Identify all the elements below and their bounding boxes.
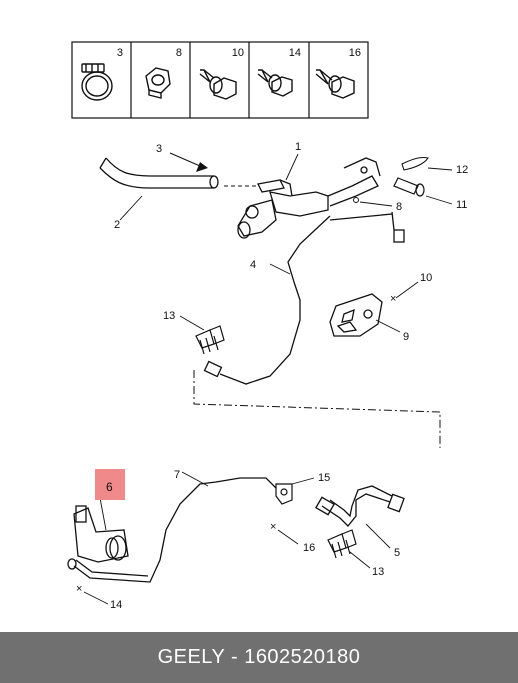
- flange-bolt-10-icon: [199, 69, 237, 100]
- retaining-clip: [401, 156, 429, 171]
- callout-7: 7: [174, 469, 180, 481]
- callout-14: 14: [110, 599, 122, 611]
- callout-5: 5: [394, 547, 400, 559]
- clutch-pipe-upper: [203, 211, 405, 385]
- table-header-nut: 8: [176, 47, 182, 59]
- callout-6: 6: [106, 480, 113, 494]
- x-mark: ×: [76, 583, 82, 595]
- x-mark: ×: [270, 521, 276, 533]
- callout-3: 3: [156, 143, 162, 155]
- parts-table: [71, 41, 369, 119]
- x-mark: ×: [390, 293, 396, 305]
- clutch-master-cylinder: [237, 157, 381, 239]
- reservoir-hose: [99, 157, 219, 189]
- flange-bolt-14-icon: [257, 69, 293, 97]
- callout-11: 11: [456, 199, 467, 211]
- clutch-slave-cylinder: [67, 505, 129, 570]
- callout-15: 15: [318, 472, 330, 484]
- callout-13-upper: 13: [163, 310, 175, 322]
- direction-arrow-icon: [196, 162, 208, 172]
- pipe-clip-lower: [327, 529, 357, 559]
- callout-13-lower: 13: [372, 566, 384, 578]
- callout-8: 8: [396, 201, 402, 213]
- table-header-bolt-14: 14: [289, 47, 301, 59]
- table-header-bolt-10: 10: [232, 47, 244, 59]
- callout-2: 2: [114, 219, 120, 231]
- flexible-hose: [315, 485, 405, 527]
- connection-guide: [193, 370, 441, 448]
- highlight-box-6: [95, 469, 125, 500]
- callout-9: 9: [403, 331, 409, 343]
- callout-10: 10: [420, 272, 432, 284]
- callout-12: 12: [456, 164, 468, 176]
- hex-nut-icon: [145, 67, 171, 99]
- pin-washer-icon: [353, 197, 359, 203]
- parts-diagram: 3 8 10 14 16: [67, 41, 468, 611]
- pipe-clip-upper: [195, 325, 225, 355]
- callout-1: 1: [295, 141, 301, 153]
- callout-16: 16: [303, 542, 315, 554]
- hose-clamp-icon: [81, 63, 113, 101]
- part-number-caption: GEELY - 1602520180: [157, 646, 361, 668]
- pipe-union-bracket: [275, 483, 293, 505]
- callout-4: 4: [250, 259, 256, 271]
- flange-bolt-16-icon: [315, 69, 355, 99]
- table-header-clamp: 3: [117, 47, 123, 59]
- clevis-pin: [393, 177, 425, 197]
- pipe-bracket: [329, 293, 383, 337]
- footer-bar: GEELY - 1602520180: [0, 632, 518, 683]
- table-header-bolt-16: 16: [349, 47, 361, 59]
- clutch-pipe-lower: [73, 477, 277, 583]
